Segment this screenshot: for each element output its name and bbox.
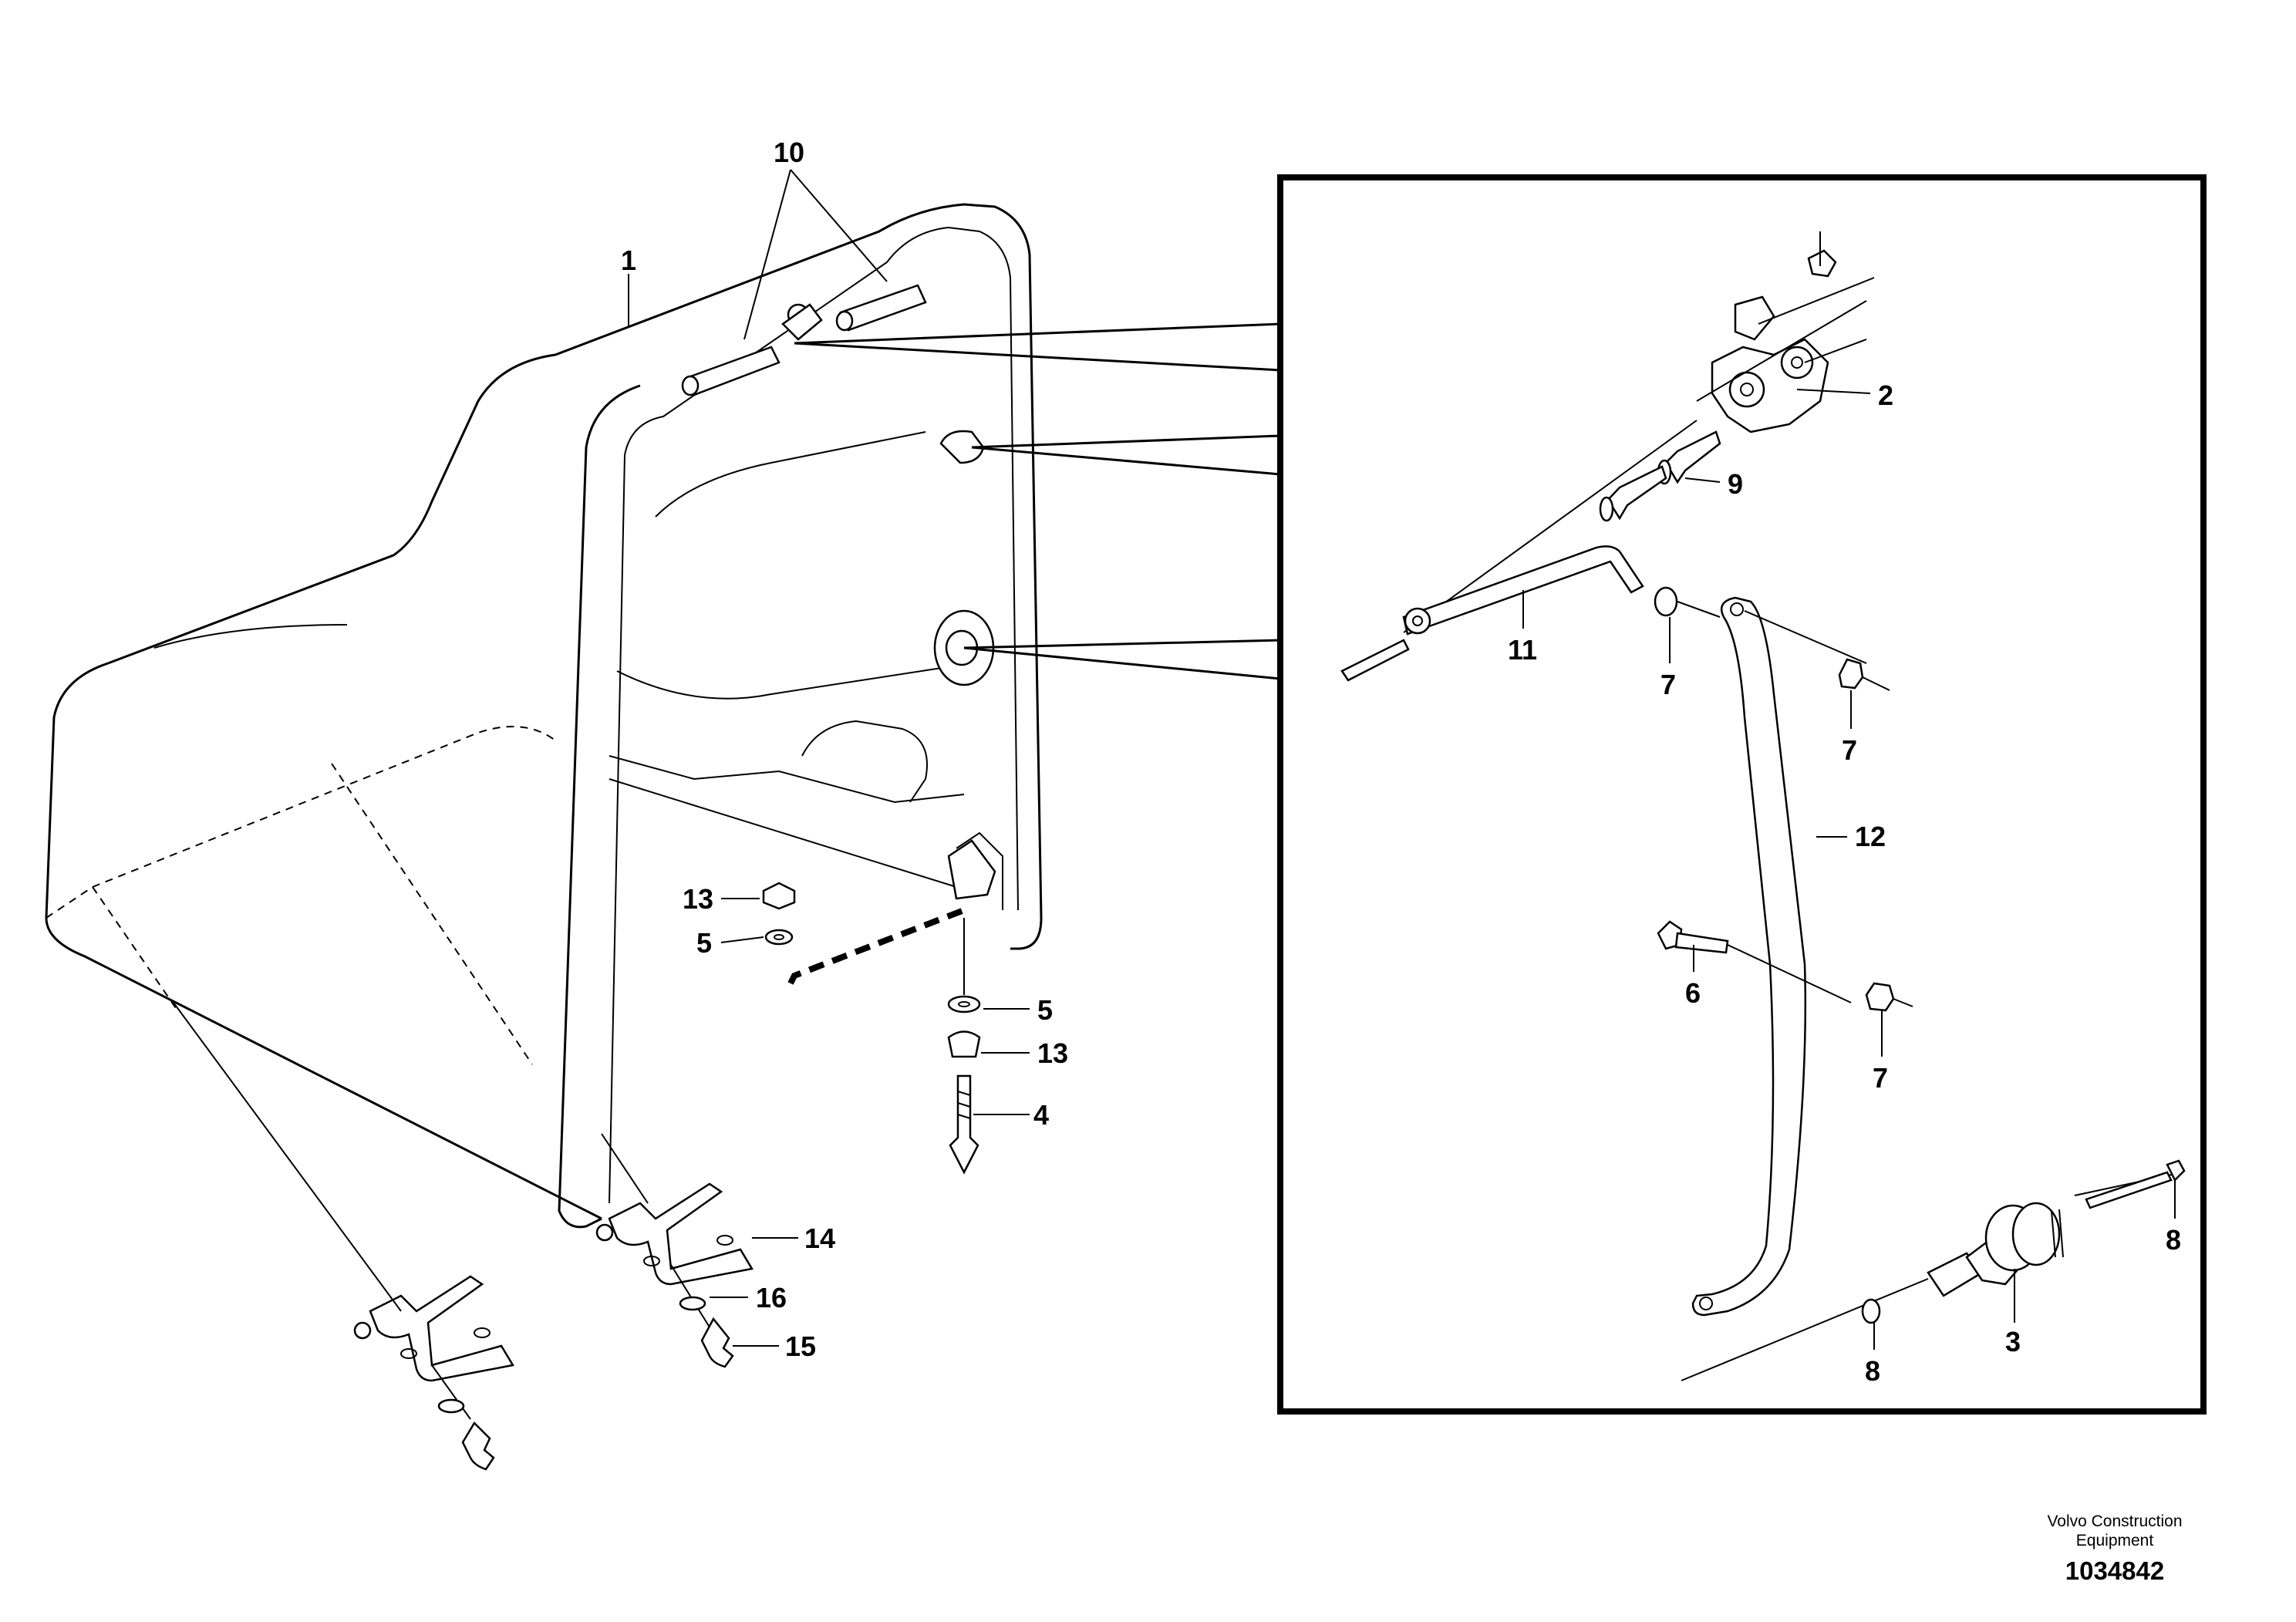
nut-7b: [1838, 658, 1864, 690]
striker-rails: [681, 284, 927, 396]
detail-leaders: [794, 322, 1281, 680]
callout-15: 15: [785, 1330, 816, 1362]
callout-9: 9: [1728, 468, 1743, 500]
washer-7a: [1654, 586, 1678, 617]
latch-screws: [1599, 430, 1721, 522]
bolt-6: [1657, 920, 1729, 954]
callout-6: 6: [1685, 977, 1701, 1009]
footer: Volvo Construction Equipment 1034842: [2014, 1512, 2215, 1586]
callout-3: 3: [2005, 1326, 2021, 1357]
callout-11: 11: [1508, 634, 1537, 666]
callout-numbers: 1 10 2 9 11 7 7 12 6 7 8 3 8 13 5 5 13 4…: [621, 137, 2181, 1387]
callout-leaders: [628, 169, 2176, 1350]
hinge-lower-left: [353, 1275, 514, 1382]
callout-1: 1: [621, 244, 636, 276]
callout-5a: 5: [696, 927, 712, 959]
washer-lower-left: [437, 1398, 465, 1414]
threaded-rod-8: [2085, 1159, 2186, 1209]
hinge-14: [595, 1182, 754, 1286]
callout-7c: 7: [1873, 1062, 1888, 1094]
rod-11: [1340, 545, 1644, 682]
callout-7b: 7: [1842, 734, 1857, 766]
callout-13b: 13: [1037, 1037, 1068, 1069]
document-number: 1034842: [2065, 1556, 2165, 1585]
callout-8a: 8: [1865, 1355, 1880, 1387]
washer-8a: [1861, 1298, 1881, 1324]
lock-cylinder-3: [1927, 1202, 2064, 1297]
callout-10: 10: [774, 137, 804, 168]
callout-5b: 5: [1037, 994, 1053, 1026]
callout-13a: 13: [683, 883, 713, 915]
pull-handle-12: [1691, 596, 1807, 1317]
callout-16: 16: [756, 1282, 787, 1313]
callout-4: 4: [1033, 1099, 1049, 1131]
callout-12: 12: [1855, 821, 1886, 852]
fastener-stack-right: [947, 995, 981, 1175]
callout-7a: 7: [1660, 669, 1676, 700]
brand-line-2: Equipment: [2075, 1532, 2154, 1549]
mounting-bracket-hidden: [787, 907, 966, 985]
callout-8b: 8: [2166, 1224, 2181, 1256]
latch-mechanism: [1711, 231, 1837, 433]
brand-line-1: Volvo Construction: [2047, 1512, 2183, 1530]
callout-2: 2: [1878, 379, 1893, 411]
fastener-stack-left: [762, 882, 796, 946]
callout-14: 14: [804, 1222, 835, 1254]
bolt-15: [700, 1317, 734, 1368]
nut-7c: [1865, 982, 1895, 1012]
washer-16: [679, 1296, 706, 1311]
door-panel: [45, 203, 1043, 1229]
bolt-lower-left: [461, 1421, 495, 1471]
detail-frame: [1277, 174, 2207, 1415]
